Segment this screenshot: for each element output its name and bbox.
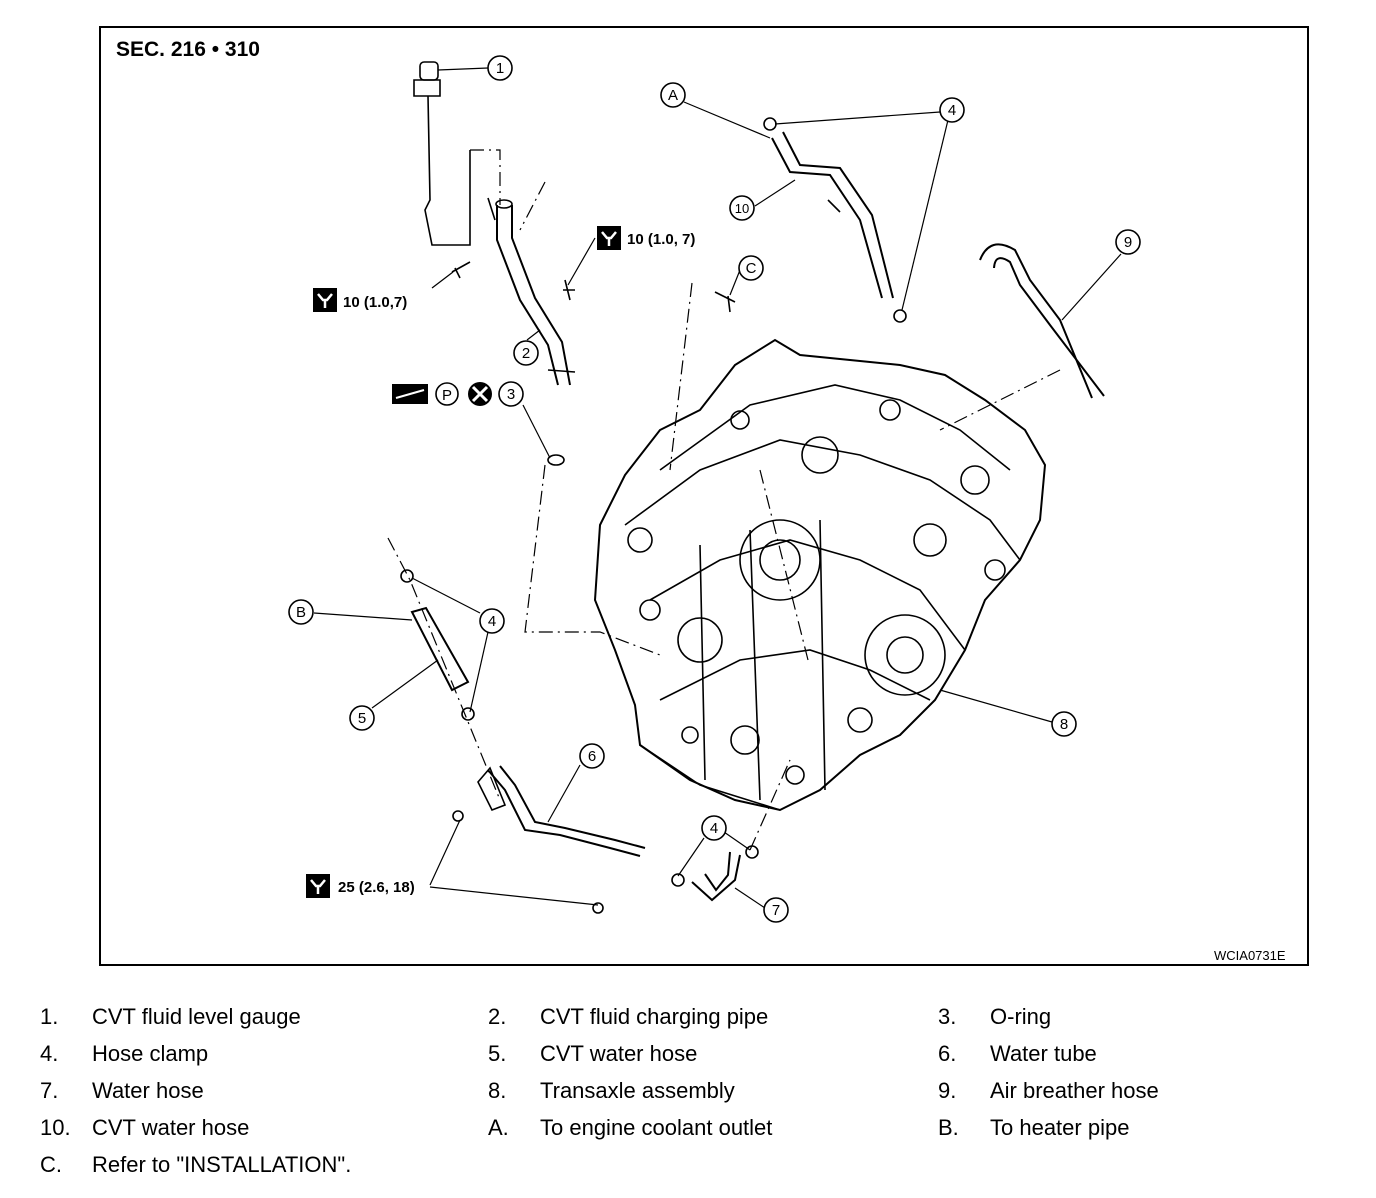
- diagram-frame: [99, 26, 1309, 966]
- callout-9: 9: [1115, 229, 1141, 255]
- svg-text:7: 7: [772, 902, 780, 919]
- callout-1: 1: [487, 55, 513, 81]
- callout-4: 4: [701, 815, 727, 841]
- hose-clamp-drawing: [400, 117, 907, 887]
- torque-wrench-icon: [306, 874, 330, 898]
- petroleum-jelly-symbol: P: [435, 382, 459, 406]
- callout-a: A: [660, 82, 686, 108]
- callout-b: B: [288, 599, 314, 625]
- section-label: SEC. 216 • 310: [116, 38, 260, 61]
- callout-5: 5: [349, 705, 375, 731]
- fluid-level-gauge-drawing: [413, 61, 471, 246]
- mounting-bolt-drawing: [452, 810, 604, 914]
- callout-7: 7: [763, 897, 789, 923]
- bolt-drawing: [451, 261, 471, 279]
- bolt-c-drawing: [714, 291, 736, 313]
- svg-text:2: 2: [522, 345, 530, 362]
- water-hose-10-drawing: [771, 131, 894, 299]
- lubricate-symbol: [392, 384, 428, 404]
- svg-text:4: 4: [488, 613, 496, 630]
- torque-label: 10 (1.0,7): [343, 294, 407, 311]
- water-hose-7-drawing: [691, 851, 741, 902]
- torque-wrench-icon: [597, 226, 621, 250]
- svg-text:6: 6: [588, 748, 596, 765]
- water-tube-drawing: [477, 765, 646, 857]
- charging-pipe-drawing: [487, 197, 576, 386]
- figure-code: WCIA0731E: [1214, 948, 1286, 963]
- symbol-p-label: P: [442, 387, 452, 404]
- callout-2: 2: [513, 340, 539, 366]
- cvt-water-hose-5-drawing: [410, 606, 470, 692]
- svg-text:5: 5: [358, 710, 366, 727]
- callout-4: 4: [479, 608, 505, 634]
- transaxle-assembly-drawing: [593, 338, 1047, 812]
- svg-text:B: B: [296, 604, 306, 621]
- callout-3: 3: [498, 381, 524, 407]
- bolt-drawing: [563, 279, 575, 301]
- torque-label: 25 (2.6, 18): [338, 879, 415, 896]
- svg-text:A: A: [668, 87, 678, 104]
- svg-text:9: 9: [1124, 234, 1132, 251]
- callout-c: C: [738, 255, 764, 281]
- svg-text:10: 10: [735, 201, 749, 216]
- svg-text:4: 4: [948, 102, 956, 119]
- svg-text:4: 4: [710, 820, 718, 837]
- torque-label: 10 (1.0, 7): [627, 231, 695, 248]
- svg-text:3: 3: [507, 386, 515, 403]
- svg-text:1: 1: [496, 60, 504, 77]
- air-breather-hose-drawing: [979, 243, 1105, 399]
- svg-text:8: 8: [1060, 716, 1068, 733]
- svg-text:C: C: [746, 260, 757, 277]
- callout-8: 8: [1051, 711, 1077, 737]
- callout-10: 10: [729, 195, 755, 221]
- o-ring-drawing: [547, 454, 565, 466]
- callout-6: 6: [579, 743, 605, 769]
- callout-4: 4: [939, 97, 965, 123]
- do-not-reuse-symbol: [468, 382, 492, 406]
- torque-wrench-icon: [313, 288, 337, 312]
